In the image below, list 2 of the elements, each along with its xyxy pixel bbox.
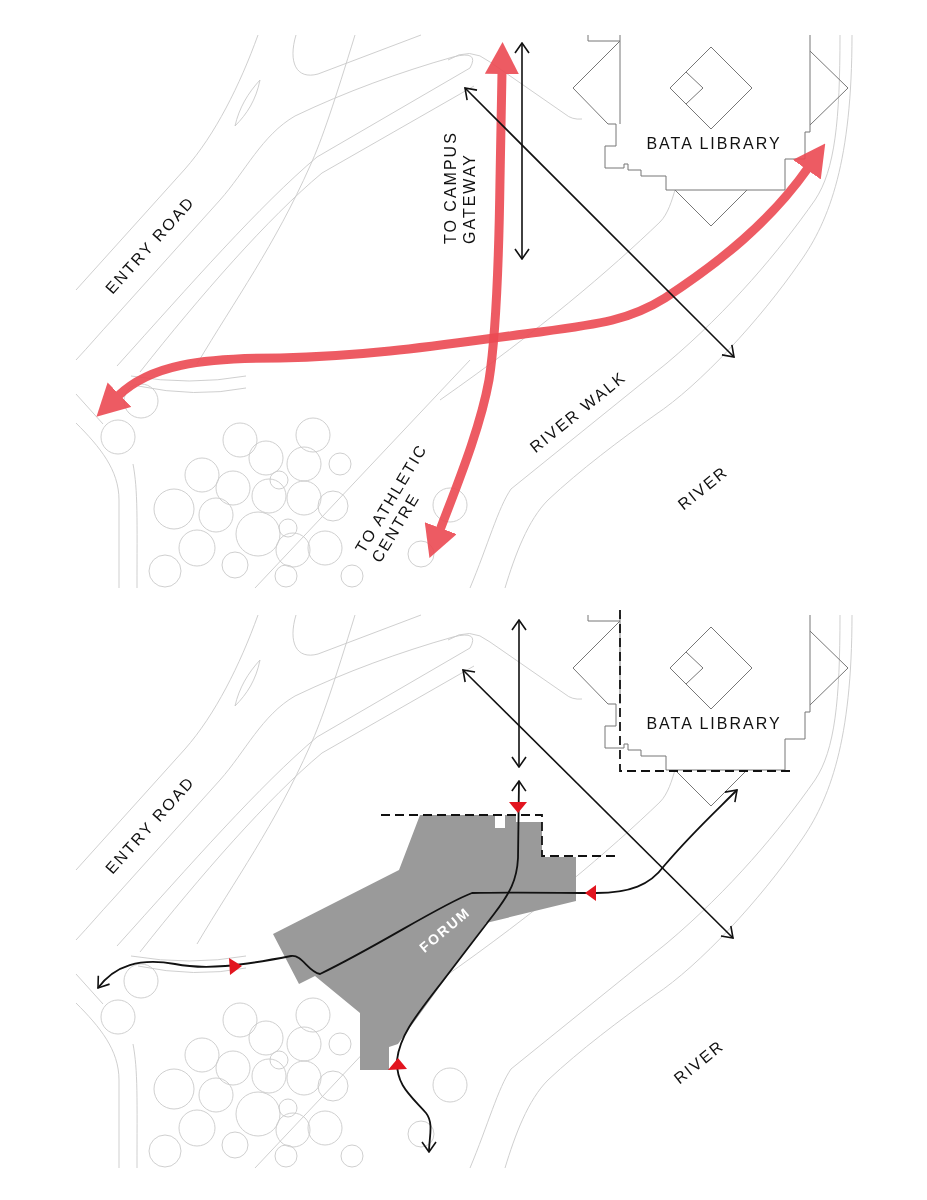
building-footprint [272,814,578,1072]
destination-label: TO CAMPUS GATEWAY [441,130,479,244]
